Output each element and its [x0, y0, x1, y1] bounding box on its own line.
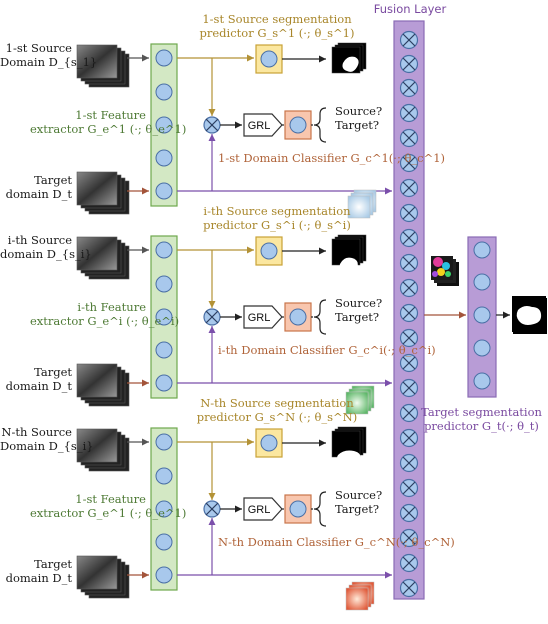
fusion-node	[399, 278, 419, 298]
target-image-stack	[76, 171, 130, 215]
feature-node	[155, 308, 173, 326]
target-image-stack	[76, 555, 130, 599]
feature-node	[155, 566, 173, 584]
classifier-outputs-label: Source?Target?	[335, 488, 383, 516]
fusion-node	[399, 228, 419, 248]
domain-classifier-label: i-th Domain Classifier G_c^i(·; θ_c^i)	[218, 343, 436, 357]
fusion-node	[399, 478, 419, 498]
domain-classifier-label: N-th Domain Classifier G_c^N(·; θ_c^N)	[218, 535, 455, 549]
source-image-stack	[76, 44, 130, 88]
feature-node	[155, 83, 173, 101]
fusion-node	[399, 403, 419, 423]
target-predictor-line1: Target segmentation	[421, 405, 542, 419]
feature-node	[155, 275, 173, 293]
output-brace	[313, 107, 327, 143]
fusion-node	[399, 253, 419, 273]
attention-heatmap	[347, 189, 377, 219]
fusion-node	[399, 378, 419, 398]
target-predictor-bar	[467, 236, 497, 398]
fusion-node	[399, 30, 419, 50]
fusion-node	[399, 428, 419, 448]
classifier-outputs-label: Source?Target?	[335, 104, 383, 132]
output-brace	[313, 299, 327, 335]
target-predictor-label: Target segmentation predictor G_t(·; θ_t…	[415, 405, 548, 433]
fusion-node	[399, 203, 419, 223]
combine-node	[203, 308, 221, 326]
fusion-node	[399, 178, 419, 198]
fusion-node	[399, 578, 419, 598]
feature-node	[155, 49, 173, 67]
feature-node	[155, 500, 173, 518]
fusion-node	[399, 78, 419, 98]
target-image-stack	[76, 363, 130, 407]
fusion-layer-title: Fusion Layer	[373, 2, 447, 16]
feature-node	[155, 182, 173, 200]
feature-node	[155, 467, 173, 485]
fusion-node	[399, 153, 419, 173]
fusion-node	[399, 328, 419, 348]
combine-node	[203, 116, 221, 134]
feature-node	[155, 533, 173, 551]
fusion-node	[399, 528, 419, 548]
target-predictor-line2: predictor G_t(·; θ_t)	[424, 419, 539, 433]
branch-3: GRL	[76, 426, 392, 611]
fusion-layer-nodes	[399, 30, 419, 598]
grl-label: GRL	[248, 312, 271, 324]
feature-node	[155, 241, 173, 259]
fusion-node	[399, 453, 419, 473]
grl-label: GRL	[248, 504, 271, 516]
output-brace	[313, 491, 327, 527]
feature-node	[155, 116, 173, 134]
grl-block	[243, 305, 283, 329]
seg-mask-output	[331, 234, 367, 275]
fusion-node	[399, 303, 419, 323]
fusion-node	[399, 503, 419, 523]
feature-node	[155, 374, 173, 392]
combine-node	[203, 500, 221, 518]
fusion-node	[399, 54, 419, 74]
feature-node	[155, 149, 173, 167]
source-image-stack	[76, 236, 130, 280]
grl-block	[243, 497, 283, 521]
attention-heatmap	[345, 385, 375, 415]
fusion-node	[399, 103, 419, 123]
branches: GRL GRL GRL	[76, 42, 392, 611]
target-output-mask	[512, 296, 547, 334]
source-image-stack	[76, 428, 130, 472]
seg-mask-output	[331, 426, 367, 467]
fusion-node	[399, 553, 419, 573]
fusion-feature-map	[431, 256, 459, 286]
domain-classifier-label: 1-st Domain Classifier G_c^1(·; θ_c^1)	[218, 151, 446, 165]
fusion-node	[399, 353, 419, 373]
grl-block	[243, 113, 283, 137]
branch-2: GRL	[76, 234, 392, 415]
target-predictor-nodes	[473, 241, 491, 390]
feature-node	[155, 433, 173, 451]
attention-heatmap	[345, 581, 375, 611]
branch-1: GRL	[76, 42, 392, 219]
feature-node	[155, 341, 173, 359]
fusion-node	[399, 128, 419, 148]
seg-mask-output	[331, 42, 367, 74]
classifier-outputs-label: Source?Target?	[335, 296, 383, 324]
grl-label: GRL	[248, 120, 271, 132]
